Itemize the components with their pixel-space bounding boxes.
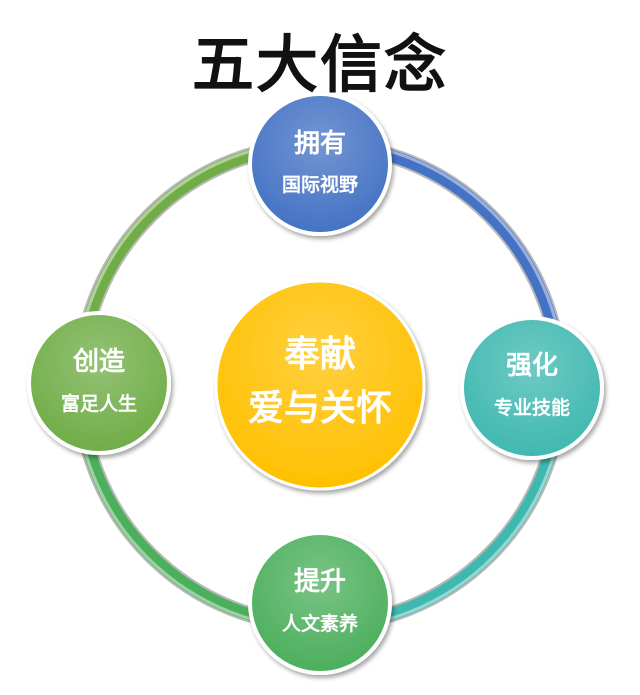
center-circle <box>214 279 426 491</box>
node-right-subtitle: 专业技能 <box>494 396 570 419</box>
node-right-title: 强化 <box>506 351 558 381</box>
node-right <box>460 316 604 460</box>
node-top-subtitle: 国际视野 <box>282 173 358 196</box>
node-top <box>248 92 392 236</box>
center-label-primary: 奉献 <box>284 334 356 375</box>
node-left <box>27 311 171 455</box>
node-bottom <box>248 531 392 675</box>
diagram-title: 五大信念 <box>191 28 448 101</box>
node-bottom-title: 提升 <box>294 567 346 597</box>
node-left-title: 创造 <box>72 347 125 377</box>
node-bottom-subtitle: 人文素养 <box>282 612 358 635</box>
center-label-secondary: 爱与关怀 <box>248 388 392 429</box>
node-top-title: 拥有 <box>294 129 346 159</box>
node-left-subtitle: 富足人生 <box>61 392 137 415</box>
